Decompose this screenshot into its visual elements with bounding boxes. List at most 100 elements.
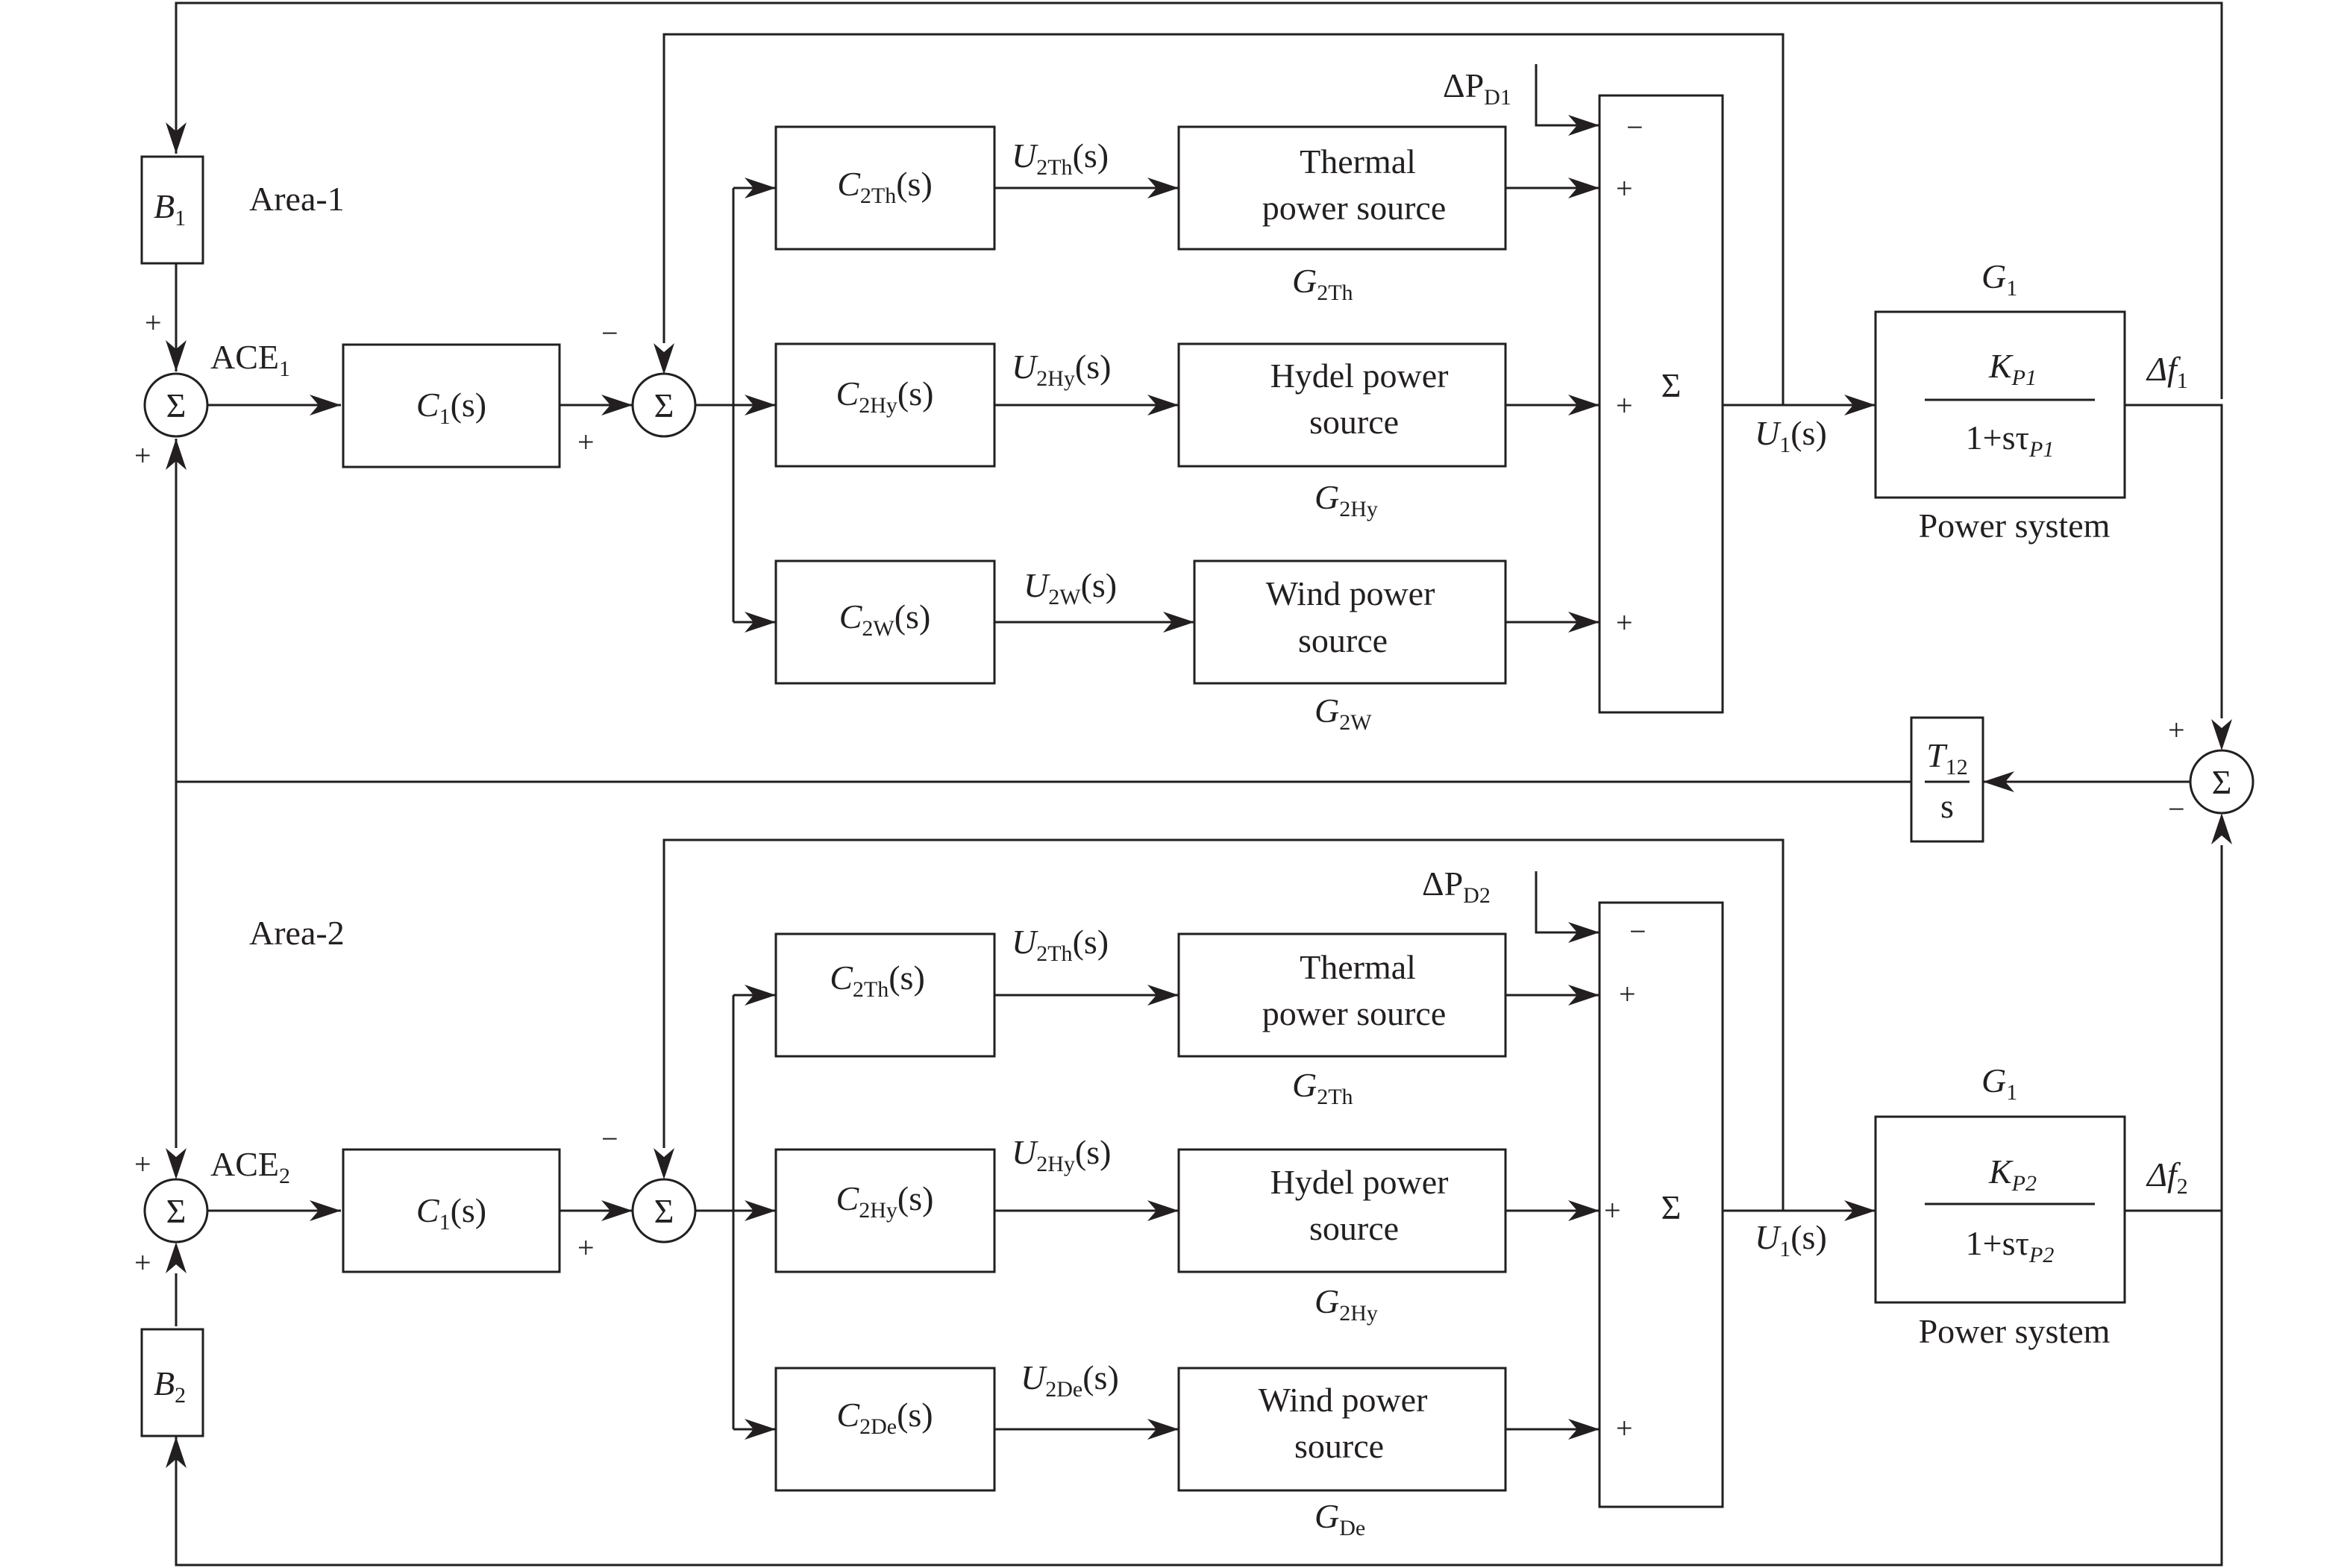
source-wind-area2-line1: Wind power: [1259, 1381, 1428, 1419]
big-sum-block-area2: [1598, 901, 1724, 1508]
sum-junction-inner-2: [631, 1178, 697, 1244]
arrow-into-plant1: [1844, 395, 1876, 415]
arrow-into-sum2-top: [166, 1148, 187, 1179]
tie-sum-sign-top: +: [2168, 713, 2185, 747]
source-hydel-area1-g: G2Hy: [1315, 478, 1378, 521]
tie-sum-glyph: Σ: [2212, 763, 2232, 801]
arrow-into-sum2-bottom: [166, 1242, 187, 1273]
controller-c2hy-area1-label: C2Hy(s): [836, 374, 934, 418]
disturbance-dpd2: ΔPD2: [1422, 865, 1491, 908]
arrow-into-wind2: [1147, 1419, 1179, 1440]
source-hydel-area1: [1177, 342, 1507, 468]
arrow-into-tiesum-bottom: [2211, 813, 2232, 844]
area-1-title: Area-1: [249, 180, 345, 218]
controller-c2th-area1-label: C2Th(s): [837, 165, 933, 208]
arrow-into-sum1-top: [166, 340, 187, 371]
tie-sum-sign-bottom: −: [2168, 792, 2185, 826]
tie-block: [1910, 716, 1984, 843]
c1-block-area2: [342, 1148, 561, 1273]
plant2-caption: Power system: [1919, 1312, 2111, 1350]
arrow-into-suminner1-left: [601, 395, 633, 415]
arrow-into-b1: [166, 122, 187, 154]
plant1-denominator: 1+sτP1: [1966, 418, 2055, 462]
controller-c2de-area2-label: C2De(s): [836, 1396, 933, 1439]
b2-block: [140, 1328, 204, 1437]
plant2-denominator: 1+sτP2: [1966, 1224, 2055, 1267]
signal-u2de-area2: U2De(s): [1021, 1358, 1119, 1402]
arrow-into-thermal1: [1147, 178, 1179, 198]
controller-c2th-area1: [774, 125, 996, 251]
signal-u1-area1: U1(s): [1755, 414, 1827, 457]
big-sum-area2-sign-0: −: [1629, 915, 1646, 948]
arrow-into-suminner2-left: [601, 1200, 633, 1221]
wire-dpd2: [1535, 871, 1599, 934]
suminner1-sign-top: −: [601, 316, 618, 350]
arrow-bigsum2-wind: [1568, 1419, 1599, 1440]
arrow-into-suminner2: [654, 1148, 674, 1179]
arrow-into-plant2: [1844, 1200, 1876, 1221]
ace1-label: ACE1: [210, 338, 290, 381]
big-sum-area1-sign-3: +: [1616, 606, 1633, 639]
signal-u1-area2: U1(s): [1755, 1218, 1827, 1261]
signal-u2th-area2: U2Th(s): [1012, 923, 1109, 966]
source-thermal-area2-line2: power source: [1262, 994, 1447, 1032]
source-hydel-area1-line2: source: [1309, 403, 1399, 441]
source-wind-area1-line2: source: [1298, 621, 1388, 659]
tie-line: Σ + − T12 s: [1910, 713, 2255, 843]
sum-junction-inner-2-glyph: Σ: [654, 1192, 674, 1230]
arrow-into-c1-a1: [310, 395, 341, 415]
sum2-sign-top: +: [134, 1147, 151, 1181]
source-thermal-area2-g: G2Th: [1292, 1066, 1353, 1109]
arrow-bigsum1-wind: [1568, 612, 1599, 633]
sum-junction-inner-1: [631, 372, 697, 438]
arrow-into-thermal2: [1147, 985, 1179, 1006]
arrow-bigsum2-hydel: [1568, 1200, 1599, 1221]
tie-sum-junction: [2189, 749, 2255, 815]
arrow-into-wind1: [1163, 612, 1194, 633]
source-wind-area2-line2: source: [1294, 1427, 1384, 1465]
source-thermal-area1-line2: power source: [1262, 189, 1447, 227]
arrow-bigsum1-minus: [1568, 115, 1599, 136]
source-thermal-area2: [1177, 932, 1507, 1058]
tie-numerator: T12: [1926, 736, 1968, 780]
sum-junction-2: [143, 1178, 209, 1244]
arrow-bigsum2-thermal: [1568, 985, 1599, 1006]
c1-label-area2: C1(s): [416, 1191, 486, 1235]
controller-c2th-area2-label: C2Th(s): [830, 959, 925, 1002]
sum-junction-2-glyph: Σ: [166, 1192, 187, 1230]
sum-junction-inner-1-glyph: Σ: [654, 386, 674, 424]
source-hydel-area1-line1: Hydel power: [1270, 357, 1449, 395]
wire-bottom-loop: [175, 1211, 2223, 1567]
controller-c2hy-area2: [774, 1148, 996, 1273]
big-sum-area1-sign-0: −: [1626, 110, 1644, 144]
arrow-into-c2w1: [745, 612, 776, 633]
arrow-bigsum1-hydel: [1568, 395, 1599, 415]
controller-c2w-area1: [774, 559, 996, 685]
wire-dpd1: [1535, 64, 1599, 127]
plant2-numerator: KP2: [1988, 1153, 2037, 1196]
big-sum-area1-glyph: Σ: [1661, 366, 1682, 404]
controller-c2w-area1-label: C2W(s): [839, 598, 931, 641]
big-sum-area1-sign-1: +: [1616, 172, 1633, 205]
arrow-bigsum2-minus: [1568, 922, 1599, 943]
big-sum-area1-sign-2: +: [1616, 389, 1633, 422]
arrow-into-c1-a2: [310, 1200, 341, 1221]
arrow-bigsum1-thermal: [1568, 178, 1599, 198]
arrow-into-c2hy2: [745, 1200, 776, 1221]
arrow-into-tieblock: [1983, 771, 2014, 792]
signal-df1: Δf1: [2146, 350, 2188, 393]
b1-block: [140, 155, 204, 265]
plant2-title: G1: [1981, 1061, 2017, 1105]
suminner1-sign-bottom: +: [577, 425, 595, 459]
source-thermal-area1-line1: Thermal: [1300, 142, 1416, 181]
suminner2-sign-bottom: +: [577, 1231, 595, 1264]
ace2-label: ACE2: [210, 1145, 290, 1188]
b2-label: B2: [154, 1364, 186, 1408]
c1-label-area1: C1(s): [416, 386, 486, 429]
big-sum-area2-glyph: Σ: [1661, 1188, 1682, 1226]
controller-c2de-area2: [774, 1367, 996, 1492]
signal-df2: Δf2: [2146, 1155, 2188, 1199]
sum1-sign-top: +: [145, 306, 162, 339]
source-thermal-area1-g: G2Th: [1292, 262, 1353, 305]
signal-u2hy-area2: U2Hy(s): [1012, 1133, 1111, 1176]
